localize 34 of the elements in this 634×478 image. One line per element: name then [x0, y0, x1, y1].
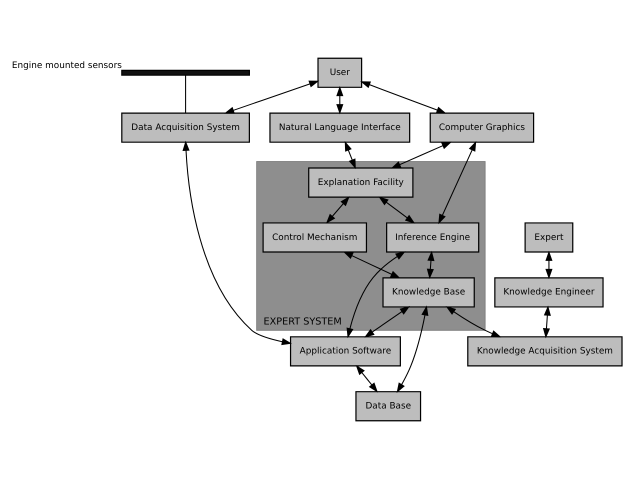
node-box: Knowledge Acquisition System — [467, 336, 623, 366]
node-label: Engine mounted sensors — [12, 60, 122, 70]
connector — [185, 74, 186, 112]
arrow — [346, 250, 406, 338]
arrow — [446, 306, 502, 337]
arrow — [426, 250, 434, 279]
arrow — [326, 196, 350, 224]
arrow — [364, 306, 410, 338]
node-box: Control Mechanism — [262, 222, 368, 252]
node-box: Data Base — [355, 390, 422, 421]
node-box: Natural Language Interface — [269, 112, 410, 142]
node-box: Data Acquisition System — [121, 112, 250, 142]
arrow — [356, 364, 378, 392]
node-box: Inference Engine — [386, 222, 480, 252]
arrow — [390, 141, 452, 168]
arrow — [542, 305, 551, 338]
arrow — [342, 250, 401, 278]
arrow — [378, 196, 416, 224]
node-box: Expert — [524, 222, 574, 252]
arrow — [182, 140, 292, 345]
node-box: Explanation Facility — [308, 166, 414, 198]
arrow — [360, 80, 447, 114]
node-box: Application Software — [290, 336, 401, 366]
arrow — [438, 140, 476, 224]
node-box: User — [317, 57, 362, 88]
arrow — [396, 304, 428, 392]
arrow — [224, 80, 320, 114]
node-bar — [121, 69, 250, 76]
arrow — [344, 140, 356, 169]
node-box: Knowledge Engineer — [494, 276, 604, 308]
arrow — [336, 85, 344, 114]
node-box: Knowledge Base — [382, 276, 475, 308]
node-box: Computer Graphics — [430, 112, 534, 142]
arrow — [545, 250, 552, 279]
